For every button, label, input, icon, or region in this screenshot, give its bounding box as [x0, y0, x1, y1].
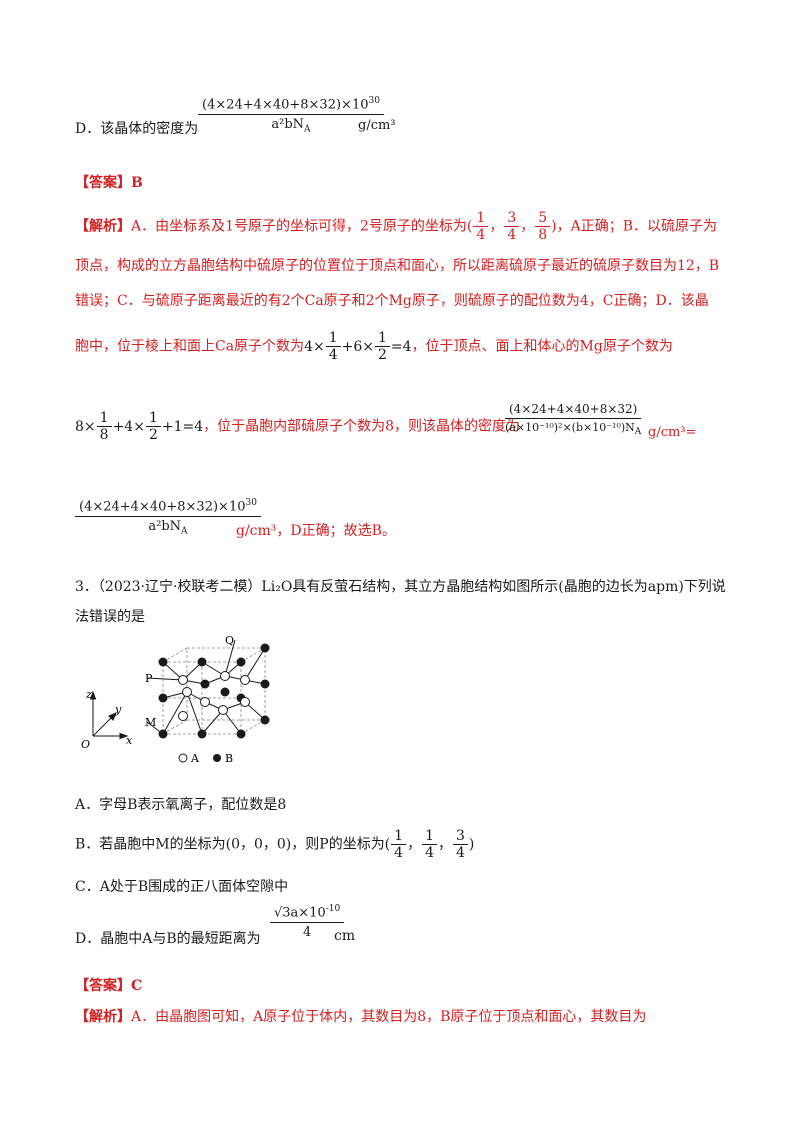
crystal-structure-figure: z y x O [81, 634, 270, 765]
q3-stem-line2: 法错误的是 [75, 609, 145, 625]
q3-stem-line1: 3．（2023·辽宁·校联考二模）Li₂O具有反萤石结构，其立方晶胞结构如图所示… [75, 579, 726, 595]
q3-option-c: C．A处于B围成的正八面体空隙中 [75, 879, 289, 895]
axis-origin-label: O [81, 738, 90, 751]
axis-x-label: x [126, 734, 133, 747]
legend-b-marker [213, 754, 221, 762]
q2-answer: 【答案】B [75, 175, 143, 191]
label-q: Q [225, 634, 234, 647]
q2-density-unit: g/cm³= [648, 425, 697, 440]
q2-density-fraction: (4×24+4×40+8×32) (a×10⁻¹⁰)²×(b×10⁻¹⁰)NA [505, 402, 642, 438]
cube-edges [162, 647, 266, 735]
q3-analysis-line1: 【解析】A．由晶胞图可知，A原子位于体内，其数目为8，B原子位于顶点和面心，其数… [75, 1009, 647, 1025]
b-atoms [158, 643, 270, 739]
q3-option-d-unit: cm [334, 928, 356, 944]
axes [89, 690, 129, 740]
legend-a-label: A [190, 752, 200, 765]
q2-analysis-line3: 错误；C．与硫原子距离最近的有2个Ca原子和2个Mg原子，则硫原子的配位数为4，… [75, 293, 709, 309]
q3-option-d-fraction: √3a×10-10 4 [270, 904, 345, 940]
q2-analysis-line2: 顶点，构成的立方晶胞结构中硫原子的位置位于顶点和面心，所以距离硫原子最近的硫原子… [75, 258, 720, 274]
q2-final-fraction: (4×24+4×40+8×32)×1030 a²bNA [75, 498, 261, 537]
q3-option-a: A．字母B表示氧离子，配位数是8 [75, 797, 287, 813]
q2-option-d-unit: g/cm³ [358, 118, 396, 133]
q2-option-d-fraction: (4×24+4×40+8×32)×1030 a²bNA [198, 96, 384, 135]
axis-z-label: z [85, 688, 92, 701]
axis-y-label: y [114, 703, 122, 716]
q3-option-d: D．晶胞中A与B的最短距离为 [75, 931, 261, 947]
q3-answer: 【答案】C [75, 978, 143, 994]
q2-option-d: D．该晶体的密度为 [75, 118, 198, 138]
label-p: P [145, 672, 153, 685]
a-atoms [178, 671, 250, 721]
legend-a-marker [178, 753, 188, 763]
q2-final-tail: g/cm³，D正确；故选B。 [236, 523, 396, 539]
q2-option-d-text: D．该晶体的密度为 [75, 121, 199, 137]
legend-b-label: B [225, 752, 233, 765]
label-m: M [145, 716, 156, 729]
